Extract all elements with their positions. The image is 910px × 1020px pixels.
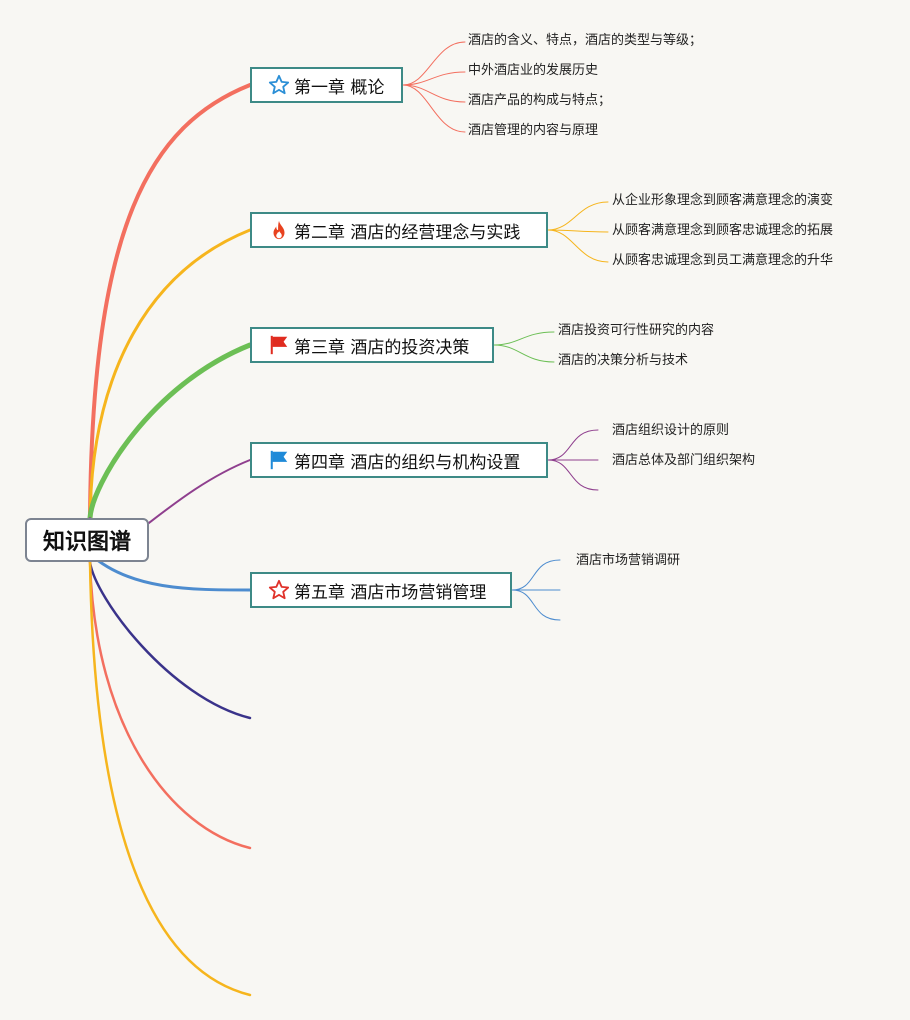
- chapter-2-label: 第二章 酒店的经营理念与实践: [294, 222, 521, 243]
- leaf-1-2[interactable]: 中外酒店业的发展历史: [468, 63, 599, 78]
- leaf-4-1[interactable]: 酒店组织设计的原则: [612, 423, 730, 438]
- chapter-5-node[interactable]: 第五章 酒店市场营销管理: [250, 572, 512, 608]
- chapter-3-node[interactable]: 第三章 酒店的投资决策: [250, 327, 494, 363]
- leaf-connector-1-4: [402, 84, 466, 133]
- star-outline-icon: [268, 74, 290, 96]
- chapter-2-node[interactable]: 第二章 酒店的经营理念与实践: [250, 212, 548, 248]
- empty-branch-1: [88, 560, 252, 720]
- leaf-2-2[interactable]: 从顾客满意理念到顾客忠诚理念的拓展: [612, 223, 834, 238]
- chapter-1-label: 第一章 概论: [294, 77, 385, 98]
- star-red-outline-icon: [268, 579, 290, 601]
- chapter-1-node[interactable]: 第一章 概论: [250, 67, 403, 103]
- empty-branch-2: [88, 560, 252, 850]
- leaf-5-1[interactable]: 酒店市场营销调研: [576, 553, 681, 568]
- empty-branch-3: [88, 560, 252, 997]
- chapter-4-label: 第四章 酒店的组织与机构设置: [294, 452, 521, 473]
- leaf-connector-3-2: [493, 344, 555, 363]
- blue-flag-icon: [268, 449, 290, 471]
- root-label: 知识图谱: [42, 530, 131, 555]
- chapter-3-label: 第三章 酒店的投资决策: [294, 337, 470, 358]
- leaf-1-1[interactable]: 酒店的含义、特点，酒店的类型与等级；: [468, 33, 703, 48]
- chapter-4-node[interactable]: 第四章 酒店的组织与机构设置: [250, 442, 548, 478]
- leaf-connector-1-2: [402, 71, 466, 86]
- red-flag-icon: [268, 334, 290, 356]
- branch-5: [88, 552, 252, 592]
- branch-2: [88, 228, 252, 520]
- leaf-2-1[interactable]: 从企业形象理念到顾客满意理念的演变: [612, 193, 834, 208]
- leaf-connector-1-1: [402, 41, 466, 86]
- leaf-connector-2-3: [547, 229, 609, 263]
- leaf-4-2[interactable]: 酒店总体及部门组织架构: [612, 453, 756, 468]
- leaf-connector-2-2: [547, 229, 609, 233]
- branch-1: [88, 83, 252, 520]
- root-node[interactable]: 知识图谱: [25, 518, 149, 562]
- leaf-connector-4-3: [547, 459, 599, 491]
- leaf-2-3[interactable]: 从顾客忠诚理念到员工满意理念的升华: [612, 253, 834, 268]
- branch-3: [87, 342, 253, 521]
- leaf-3-1[interactable]: 酒店投资可行性研究的内容: [558, 323, 715, 338]
- leaf-connector-2-1: [547, 201, 609, 231]
- chapter-5-label: 第五章 酒店市场营销管理: [294, 582, 487, 603]
- leaf-1-4[interactable]: 酒店管理的内容与原理: [468, 123, 599, 138]
- leaf-connector-3-1: [493, 331, 555, 346]
- leaf-3-2[interactable]: 酒店的决策分析与技术: [558, 353, 689, 368]
- leaf-connector-1-3: [402, 84, 466, 103]
- fire-icon: [268, 219, 290, 241]
- leaf-connector-5-1: [511, 559, 561, 591]
- leaf-1-3[interactable]: 酒店产品的构成与特点；: [468, 93, 612, 108]
- leaf-connector-5-3: [511, 589, 561, 621]
- leaf-connector-4-1: [547, 429, 599, 461]
